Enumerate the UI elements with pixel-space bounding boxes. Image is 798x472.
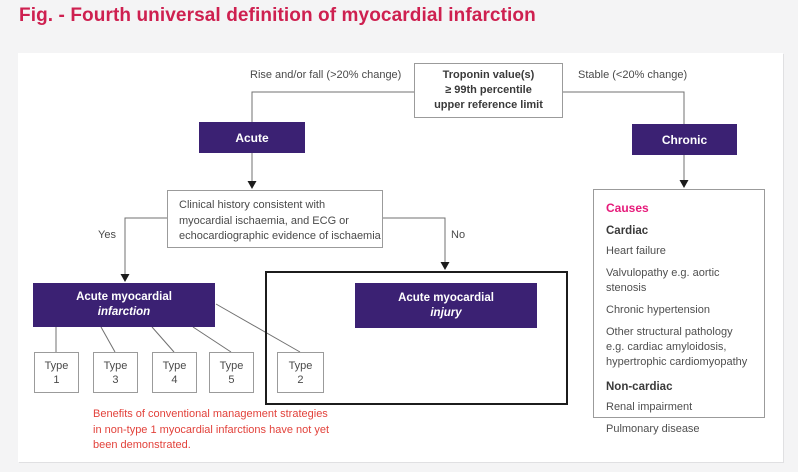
acute-mi-line2: infarction: [97, 306, 151, 318]
line-troponin-to-acute: [251, 91, 414, 122]
acute-injury-line2: injury: [430, 306, 462, 319]
acute-box: Acute: [199, 122, 305, 153]
arrowhead-no: [440, 262, 450, 270]
causes-item: Renal impairment: [606, 401, 693, 413]
line-yes-branch: [124, 217, 167, 274]
figure-title: Fig. - Fourth universal definition of my…: [19, 5, 536, 26]
no-label: No: [451, 229, 466, 241]
causes-item: Chronic hypertension: [606, 304, 710, 316]
acute-injury-line1: Acute myocardial: [398, 291, 494, 304]
clinical-history-box: Clinical history consistent with myocard…: [167, 190, 383, 248]
acute-mi-line1: Acute myocardial: [76, 291, 172, 303]
causes-header-cardiac: Cardiac: [606, 225, 649, 237]
causes-item: Valvulopathy e.g. aortic stenosis: [606, 267, 720, 294]
line-no-branch: [383, 217, 446, 262]
diagram-card: Troponin value(s) ≥ 99th percentile uppe…: [18, 53, 783, 462]
yes-label: Yes: [98, 229, 116, 241]
line-ami-to-type4: [151, 326, 175, 353]
causes-item: Heart failure: [606, 245, 666, 257]
non-type1-note: Benefits of conventional management stra…: [93, 408, 330, 451]
acute-injury-box: Acute myocardial injury: [355, 283, 537, 328]
arrowhead-causes: [679, 180, 689, 188]
arrowhead-yes: [120, 274, 130, 282]
causes-title: Causes: [606, 201, 649, 215]
type-1-box: Type 1: [34, 352, 79, 393]
line-ami-to-type5: [192, 326, 232, 353]
stable-label: Stable (<20% change): [578, 69, 688, 81]
rise-fall-label: Rise and/or fall (>20% change): [250, 69, 402, 81]
causes-item: Other structural pathology e.g. cardiac …: [606, 326, 748, 368]
causes-header-non-cardiac: Non-cardiac: [606, 381, 673, 393]
type-5-box: Type 5: [209, 352, 254, 393]
troponin-box: Troponin value(s) ≥ 99th percentile uppe…: [414, 63, 563, 118]
injury-group-outline: [265, 271, 568, 405]
causes-box: Causes Cardiac Heart failure Valvulopath…: [593, 189, 765, 435]
line-troponin-to-chronic: [563, 91, 685, 124]
line-ami-to-type3: [100, 326, 116, 353]
causes-item: Pulmonary disease: [606, 423, 700, 435]
arrowhead-clinical: [247, 181, 257, 189]
acute-mi-box: Acute myocardial infarction: [33, 283, 215, 327]
type-3-box: Type 3: [93, 352, 138, 393]
type-2-box: Type 2: [277, 352, 324, 393]
chronic-box: Chronic: [632, 124, 737, 155]
type-4-box: Type 4: [152, 352, 197, 393]
